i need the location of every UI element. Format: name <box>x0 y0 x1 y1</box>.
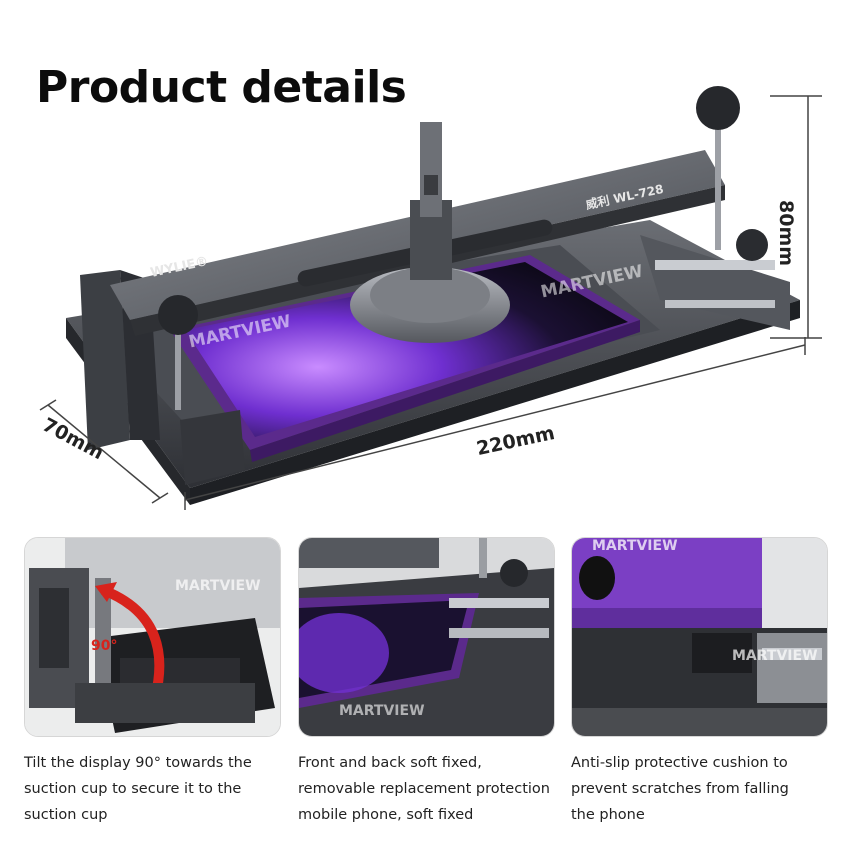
right-clamp-block <box>640 229 790 330</box>
detail-panel-soft-fixed: MARTVIEW <box>298 537 555 737</box>
caption-line: Front and back soft fixed, <box>298 755 482 771</box>
soft-fixed-illustration <box>299 538 554 736</box>
watermark-text: MARTVIEW <box>732 648 818 664</box>
caption-line: the phone <box>571 807 645 823</box>
watermark-text: MARTVIEW <box>539 261 645 303</box>
detail-panel-anti-slip: MARTVIEW MARTVIEW <box>571 537 828 737</box>
caption-line: mobile phone, soft fixed <box>298 807 474 823</box>
caption-line: suction cup to secure it to the <box>24 781 242 797</box>
caption-line: Tilt the display 90° towards the <box>24 755 252 771</box>
suction-cup <box>350 122 510 343</box>
anti-slip-illustration <box>572 538 827 736</box>
watermark-text: MARTVIEW <box>339 703 425 719</box>
angle-label: 90° <box>91 638 118 654</box>
left-clamp-block <box>80 270 245 485</box>
dimension-lines <box>39 95 822 510</box>
watermark-text: MARTVIEW <box>592 538 678 554</box>
top-bridge-bar <box>110 86 740 410</box>
caption-anti-slip: Anti-slip protective cushion to prevent … <box>571 750 789 828</box>
caption-line: prevent scratches from falling <box>571 781 789 797</box>
caption-soft-fixed: Front and back soft fixed, removable rep… <box>298 750 550 828</box>
detail-panel-tilt: 90° MARTVIEW <box>24 537 281 737</box>
model-label: 威利 WL-728 <box>584 181 665 213</box>
dimension-width-label: 70mm <box>38 413 108 465</box>
dimension-height-label: 80mm <box>775 200 797 267</box>
tilt-illustration <box>25 538 280 736</box>
watermark-text: MARTVIEW <box>175 578 261 594</box>
page-title: Product details <box>36 62 407 113</box>
caption-tilt: Tilt the display 90° towards the suction… <box>24 750 252 828</box>
watermark-text: MARTVIEW <box>187 311 293 353</box>
caption-line: suction cup <box>24 807 108 823</box>
caption-line: Anti-slip protective cushion to <box>571 755 788 771</box>
caption-line: removable replacement protection <box>298 781 550 797</box>
dimension-length-label: 220mm <box>474 422 557 460</box>
brand-label: WYLIE® <box>149 254 210 281</box>
